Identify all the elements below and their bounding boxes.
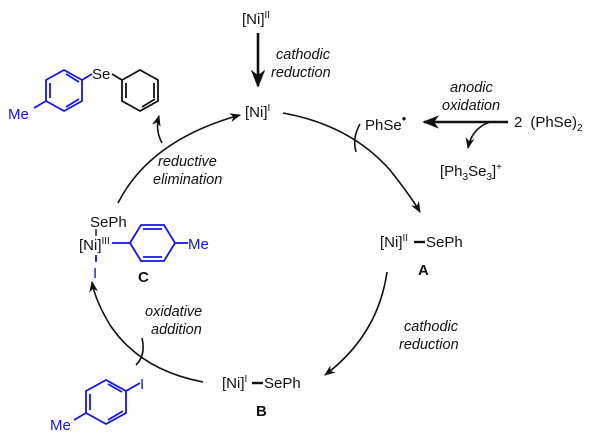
redelim-label-1: reductive [158, 154, 217, 170]
intermediate-C-top-ligand: SePh [90, 214, 127, 231]
redelim-label-2: elimination [153, 172, 222, 188]
phse-radical: PhSe• [365, 111, 407, 134]
intermediate-A-ligand: SePh [426, 234, 463, 251]
oxadd-label-1: oxidative [145, 304, 202, 320]
product-tolyl-ring [33, 68, 93, 113]
anodic-label-1: anodic [450, 80, 493, 96]
radical-entry-arrow [353, 123, 361, 153]
product-release-arrow [151, 114, 163, 144]
label-A: A [418, 262, 429, 279]
intermediate-C: [Ni]III [79, 236, 110, 254]
cycle-arrow-to-C [89, 280, 204, 383]
byproduct-arrow [465, 121, 491, 150]
label-B: B [256, 403, 267, 420]
aryl-iodide-methyl: Me [50, 417, 71, 434]
intermediate-A: [Ni]II [380, 233, 408, 251]
intermediate-C-iodide: I [93, 265, 97, 282]
reduction-label-1: cathodic [404, 319, 459, 335]
intermediate-C-aryl-ring [128, 224, 188, 262]
product-methyl: Me [8, 106, 29, 123]
ni-precatalyst: [Ni]II [242, 10, 270, 28]
label-C: C [138, 269, 149, 286]
oxadd-label-2: addition [151, 322, 202, 338]
product-phenyl-ring [111, 68, 159, 113]
intermediate-B-ligand: SePh [264, 375, 301, 392]
intermediate-B: [Ni]I [222, 374, 247, 392]
cycle-arrow-to-B [324, 271, 388, 376]
ni-active-species: [Ni]I [245, 103, 270, 121]
intermediate-C-methyl: Me [188, 236, 209, 253]
anodic-label-2: oxidation [442, 98, 500, 114]
cycle-arrow-to-A [282, 112, 421, 213]
aryl-iodide-halide: I [140, 376, 144, 393]
aryl-iodide-structure [73, 378, 141, 426]
diselenide: 2(PhSe)2 [514, 114, 583, 134]
byproduct-species: [Ph3Se3]+ [440, 162, 502, 183]
activation-label-2: reduction [271, 65, 331, 81]
product-selenium: Se [92, 66, 110, 83]
aryl-iodide-entry-arrow [135, 337, 144, 366]
cycle-arrow-to-NiI [117, 113, 242, 204]
activation-label-1: cathodic [276, 47, 331, 63]
reduction-label-2: reduction [399, 337, 459, 353]
